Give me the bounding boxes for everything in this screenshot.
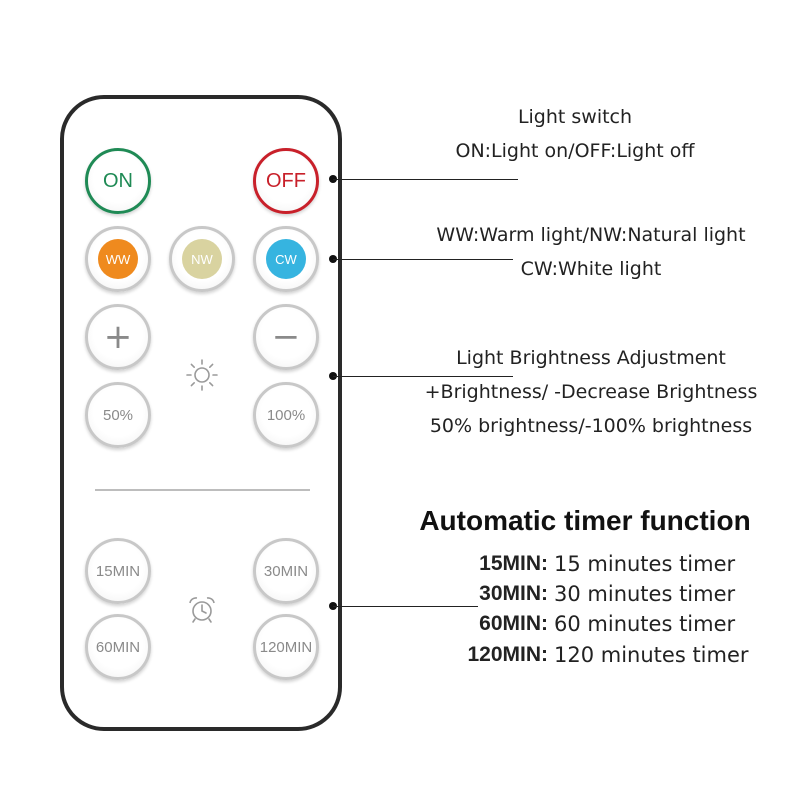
brightness-pointer-line: [333, 376, 513, 377]
timer-legend-code: 30MIN:: [479, 582, 548, 605]
timer-legend-desc: 120 minutes timer: [554, 643, 749, 667]
timer-pointer-line: [333, 606, 478, 607]
cw-label: CW: [275, 251, 297, 267]
brightness-up-button[interactable]: +: [85, 304, 151, 370]
white-light-button[interactable]: CW: [253, 226, 319, 292]
switch-pointer-line: [333, 179, 518, 180]
timer-legend-code: 60MIN:: [479, 612, 548, 635]
color-annotation-line2: CW:White light: [520, 258, 662, 280]
timer-legend-row: 30MIN: 30 minutes timer: [400, 582, 780, 610]
color-annotation-line1: WW:Warm light/NW:Natural light: [436, 224, 746, 246]
timer-function-title: Automatic timer function: [419, 505, 751, 536]
timer-60min-button[interactable]: 60MIN: [85, 614, 151, 680]
plus-icon: +: [103, 317, 133, 357]
on-button[interactable]: ON: [85, 148, 151, 214]
color-annotation: WW:Warm light/NW:Natural light CW:White …: [405, 218, 777, 286]
nw-label: NW: [191, 251, 213, 267]
timer-legend-row: 120MIN: 120 minutes timer: [400, 643, 780, 671]
brightness-100-label: 100%: [266, 406, 306, 424]
ww-label: WW: [105, 251, 131, 267]
brightness-annotation-title: Light Brightness Adjustment: [456, 347, 726, 369]
timer-legend-desc: 60 minutes timer: [554, 612, 736, 636]
off-button[interactable]: OFF: [253, 148, 319, 214]
color-pointer-line: [333, 259, 513, 260]
on-button-label: ON: [103, 169, 133, 192]
remote-divider: [95, 489, 310, 491]
timer-legend-code: 15MIN:: [479, 552, 548, 575]
brightness-50-label: 50%: [102, 406, 134, 424]
timer-legend-desc: 30 minutes timer: [554, 582, 736, 606]
cw-color-dot: CW: [266, 239, 306, 279]
off-button-label: OFF: [266, 169, 306, 192]
brightness-icon: [186, 359, 218, 391]
nw-color-dot: NW: [182, 239, 222, 279]
timer-legend-code: 120MIN:: [467, 643, 548, 666]
timer-60min-label: 60MIN: [95, 638, 141, 656]
timer-legend-row: 15MIN: 15 minutes timer: [400, 552, 780, 580]
timer-15min-button[interactable]: 15MIN: [85, 538, 151, 604]
timer-legend-desc: 15 minutes timer: [554, 552, 736, 576]
alarm-clock-icon: [189, 597, 215, 623]
timer-30min-label: 30MIN: [263, 562, 309, 580]
brightness-50-button[interactable]: 50%: [85, 382, 151, 448]
brightness-annotation: Light Brightness Adjustment +Brightness/…: [400, 341, 782, 443]
switch-annotation-detail: ON:Light on/OFF:Light off: [455, 140, 695, 162]
brightness-annotation-line2: +Brightness/ -Decrease Brightness: [424, 381, 758, 403]
timer-30min-button[interactable]: 30MIN: [253, 538, 319, 604]
brightness-100-button[interactable]: 100%: [253, 382, 319, 448]
timer-120min-label: 120MIN: [259, 638, 313, 656]
minus-icon: −: [271, 317, 301, 357]
switch-annotation-title: Light switch: [517, 106, 633, 128]
switch-annotation: Light switch ON:Light on/OFF:Light off: [420, 100, 730, 168]
ww-color-dot: WW: [98, 239, 138, 279]
warm-light-button[interactable]: WW: [85, 226, 151, 292]
timer-15min-label: 15MIN: [95, 562, 141, 580]
brightness-annotation-line3: 50% brightness/-100% brightness: [429, 415, 753, 437]
brightness-down-button[interactable]: −: [253, 304, 319, 370]
natural-light-button[interactable]: NW: [169, 226, 235, 292]
timer-legend-row: 60MIN: 60 minutes timer: [400, 612, 780, 640]
timer-120min-button[interactable]: 120MIN: [253, 614, 319, 680]
